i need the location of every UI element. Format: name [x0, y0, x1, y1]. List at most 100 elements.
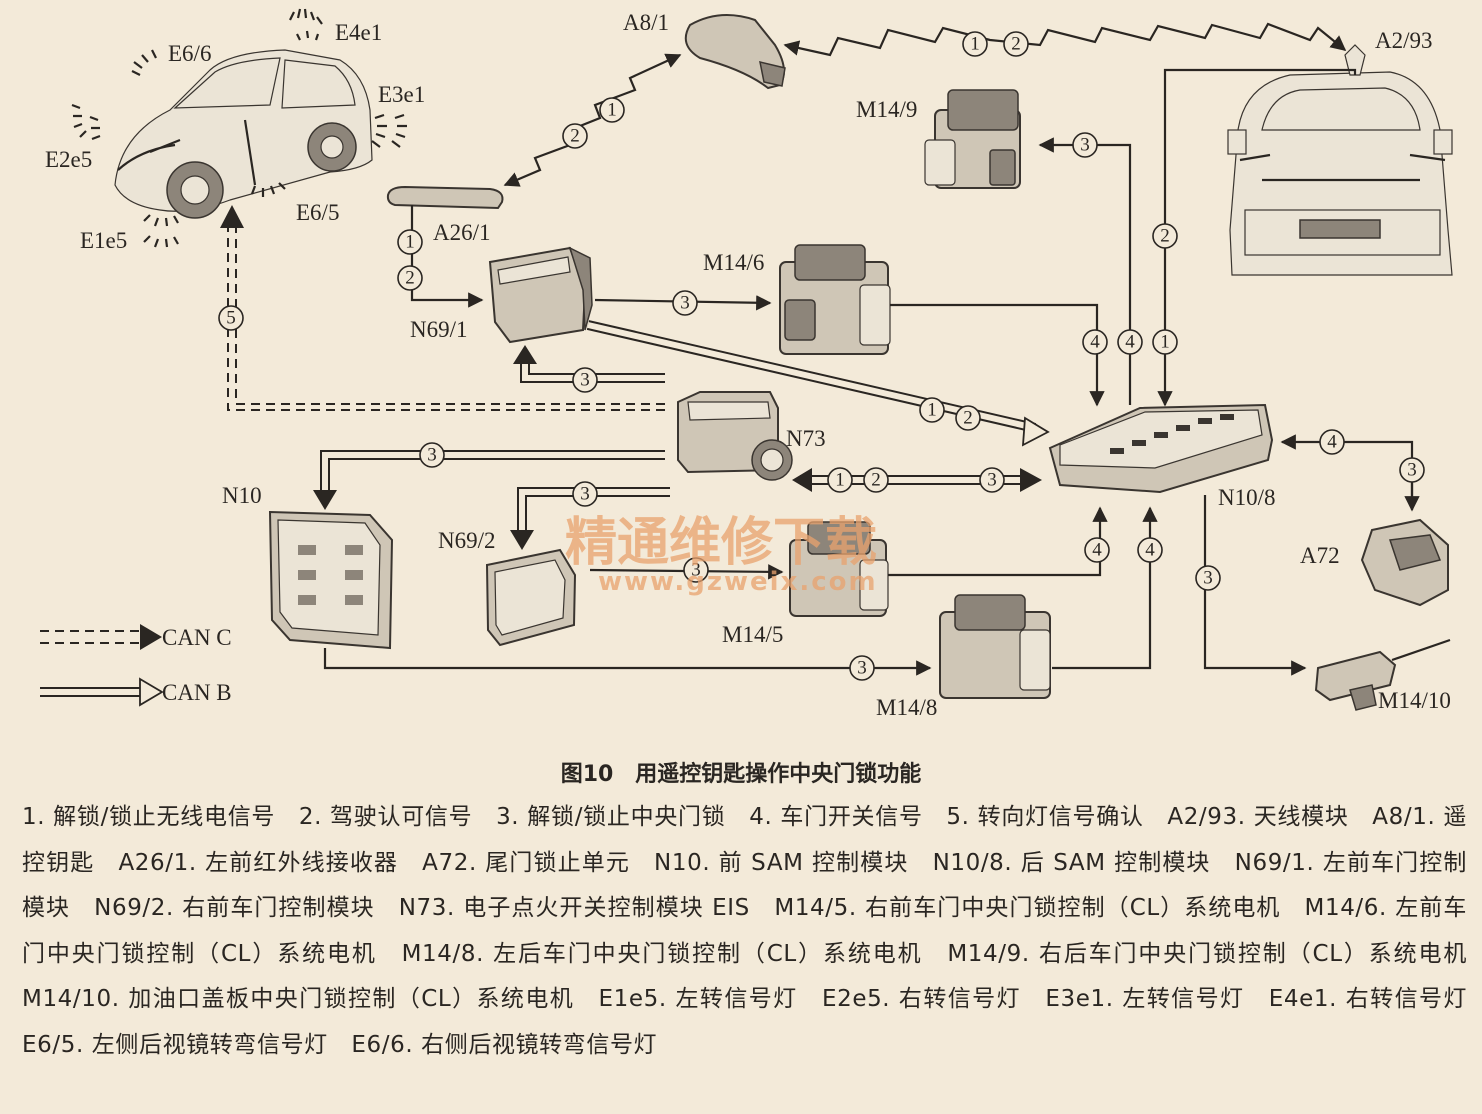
- svg-text:2: 2: [871, 470, 881, 491]
- label-m14-9: M14/9: [856, 97, 917, 122]
- signal-marker: 4: [1084, 537, 1110, 563]
- figure-caption-legend: 1. 解锁/锁止无线电信号 2. 驾驶认可信号 3. 解锁/锁止中央门锁 4. …: [22, 804, 1482, 1058]
- label-e6-6: E6/6: [168, 41, 211, 66]
- signal-marker: 1: [397, 229, 423, 255]
- component-labels: A8/1 A2/93 M14/9 E4e1 E6/6 E3e1 E2e5 E6/…: [45, 10, 1451, 720]
- svg-text:3: 3: [427, 445, 437, 466]
- signal-marker: 2: [955, 405, 981, 431]
- label-m14-6: M14/6: [703, 250, 764, 275]
- tailgate-lock-a72: [1360, 518, 1449, 607]
- fuel-flap-motor-m14-10: [1314, 638, 1451, 711]
- svg-text:4: 4: [1092, 540, 1102, 561]
- svg-text:1: 1: [607, 100, 617, 121]
- remote-key-a8-1: [684, 14, 786, 90]
- signal-marker: 4: [1082, 329, 1108, 355]
- svg-text:1: 1: [405, 232, 415, 253]
- label-a26-1: A26/1: [433, 220, 491, 245]
- label-m14-5: M14/5: [722, 622, 783, 647]
- legend-can-b: CAN B: [40, 677, 232, 707]
- signal-marker: 1: [919, 397, 945, 423]
- svg-text:3: 3: [1080, 135, 1090, 156]
- svg-text:1: 1: [835, 470, 845, 491]
- svg-text:4: 4: [1145, 540, 1155, 561]
- svg-text:4: 4: [1090, 332, 1100, 353]
- label-e6-5: E6/5: [296, 200, 339, 225]
- signal-marker: 2: [562, 123, 588, 149]
- svg-text:3: 3: [580, 370, 590, 391]
- figure-caption-title: 图10 用遥控钥匙操作中央门锁功能: [560, 762, 922, 787]
- label-m14-10: M14/10: [1378, 688, 1451, 713]
- rear-sam-n10-8: [1048, 403, 1274, 494]
- svg-text:2: 2: [963, 408, 973, 429]
- svg-text:3: 3: [987, 470, 997, 491]
- signal-marker: 1: [827, 467, 853, 493]
- svg-text:2: 2: [1011, 34, 1021, 55]
- label-e2e5: E2e5: [45, 147, 92, 172]
- car-rear-illustration: [1227, 44, 1453, 276]
- label-a72: A72: [1300, 543, 1340, 568]
- label-e1e5: E1e5: [80, 228, 127, 253]
- label-n73: N73: [786, 426, 826, 451]
- signal-marker: 2: [1152, 223, 1178, 249]
- label-n69-2: N69/2: [438, 528, 496, 553]
- ignition-switch-n73: [677, 391, 793, 481]
- signal-marker: 4: [1319, 429, 1345, 455]
- signal-marker: 3: [1195, 565, 1221, 591]
- central-locking-diagram: 1 2 1 2 3 2 1 2 3 5 4 4 1 3 1 2 4 3 3 1 …: [40, 8, 1453, 720]
- svg-text:5: 5: [226, 308, 236, 329]
- svg-text:3: 3: [857, 658, 867, 679]
- svg-text:4: 4: [1327, 432, 1337, 453]
- svg-text:精通维修下载: 精通维修下载: [565, 513, 877, 573]
- signal-marker: 3: [1072, 132, 1098, 158]
- motor-m14-5: [789, 521, 889, 617]
- signal-marker: 3: [572, 481, 598, 507]
- signal-marker: 4: [1117, 329, 1143, 355]
- signal-markers: 1 2 1 2 3 2 1 2 3 5 4 4 1 3 1 2 4 3 3 1 …: [218, 31, 1425, 681]
- label-n10: N10: [222, 483, 262, 508]
- label-a8-1: A8/1: [623, 10, 669, 35]
- motor-m14-6: [779, 244, 891, 355]
- legend: CAN C CAN B: [40, 624, 232, 707]
- svg-text:3: 3: [1407, 460, 1417, 481]
- label-e3e1: E3e1: [378, 82, 425, 107]
- signal-marker: 2: [863, 467, 889, 493]
- svg-text:CAN C: CAN C: [162, 625, 232, 650]
- signal-marker: 3: [419, 442, 445, 468]
- door-module-n69-2: [485, 548, 577, 647]
- svg-text:CAN B: CAN B: [162, 680, 232, 705]
- label-n69-1: N69/1: [410, 317, 468, 342]
- signal-marker: 3: [979, 467, 1005, 493]
- signal-marker: 5: [218, 305, 244, 331]
- front-sam-n10: [268, 510, 394, 650]
- svg-text:2: 2: [405, 268, 415, 289]
- signal-marker: 2: [397, 265, 423, 291]
- signal-marker: 2: [1003, 31, 1029, 57]
- ir-receiver-a26-1: [386, 185, 504, 210]
- svg-text:1: 1: [970, 34, 980, 55]
- label-e4e1: E4e1: [335, 20, 382, 45]
- svg-text:3: 3: [680, 293, 690, 314]
- signal-marker: 3: [672, 290, 698, 316]
- motor-m14-9: [924, 89, 1021, 189]
- signal-marker: 4: [1137, 537, 1163, 563]
- svg-text:3: 3: [580, 484, 590, 505]
- svg-text:3: 3: [1203, 568, 1213, 589]
- svg-text:4: 4: [1125, 332, 1135, 353]
- signal-marker: 3: [683, 557, 709, 583]
- svg-text:3: 3: [691, 560, 701, 581]
- signal-marker: 3: [1399, 457, 1425, 483]
- signal-marker: 1: [1152, 329, 1178, 355]
- watermark: 精通维修下载 www.gzweix.com: [565, 513, 878, 597]
- svg-text:1: 1: [927, 400, 937, 421]
- svg-text:1: 1: [1160, 332, 1170, 353]
- door-module-n69-1: [488, 246, 593, 344]
- signal-marker: 3: [849, 655, 875, 681]
- legend-can-c: CAN C: [40, 624, 232, 650]
- label-a2-93: A2/93: [1375, 28, 1433, 53]
- svg-text:2: 2: [570, 126, 580, 147]
- svg-text:www.gzweix.com: www.gzweix.com: [598, 567, 878, 597]
- label-m14-8: M14/8: [876, 695, 937, 720]
- motor-m14-8: [939, 594, 1051, 699]
- signal-marker: 1: [599, 97, 625, 123]
- svg-text:2: 2: [1160, 226, 1170, 247]
